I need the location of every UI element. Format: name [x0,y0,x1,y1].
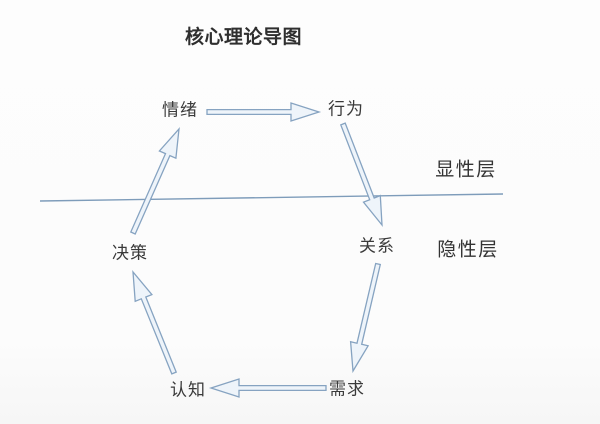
node-emotion: 情绪 [162,100,198,120]
node-need: 需求 [329,379,365,399]
arrow-relationship-to-need [349,262,382,374]
arrow-behavior-to-relationship [339,122,383,227]
arrow-decision-to-emotion [129,127,180,235]
label-explicit-layer: 显性层 [435,159,497,181]
node-decision: 决策 [112,243,148,263]
page-title: 核心理论导图 [185,27,303,48]
node-behavior: 行为 [328,99,364,119]
arrow-cognition-to-decision [132,270,178,375]
layer-divider-line [39,193,504,202]
node-cognition: 认知 [170,380,206,400]
arrow-emotion-to-behavior [206,102,322,122]
arrow-need-to-cognition [208,378,327,398]
label-implicit-layer: 隐性层 [437,239,499,261]
node-relationship: 关系 [359,236,395,256]
